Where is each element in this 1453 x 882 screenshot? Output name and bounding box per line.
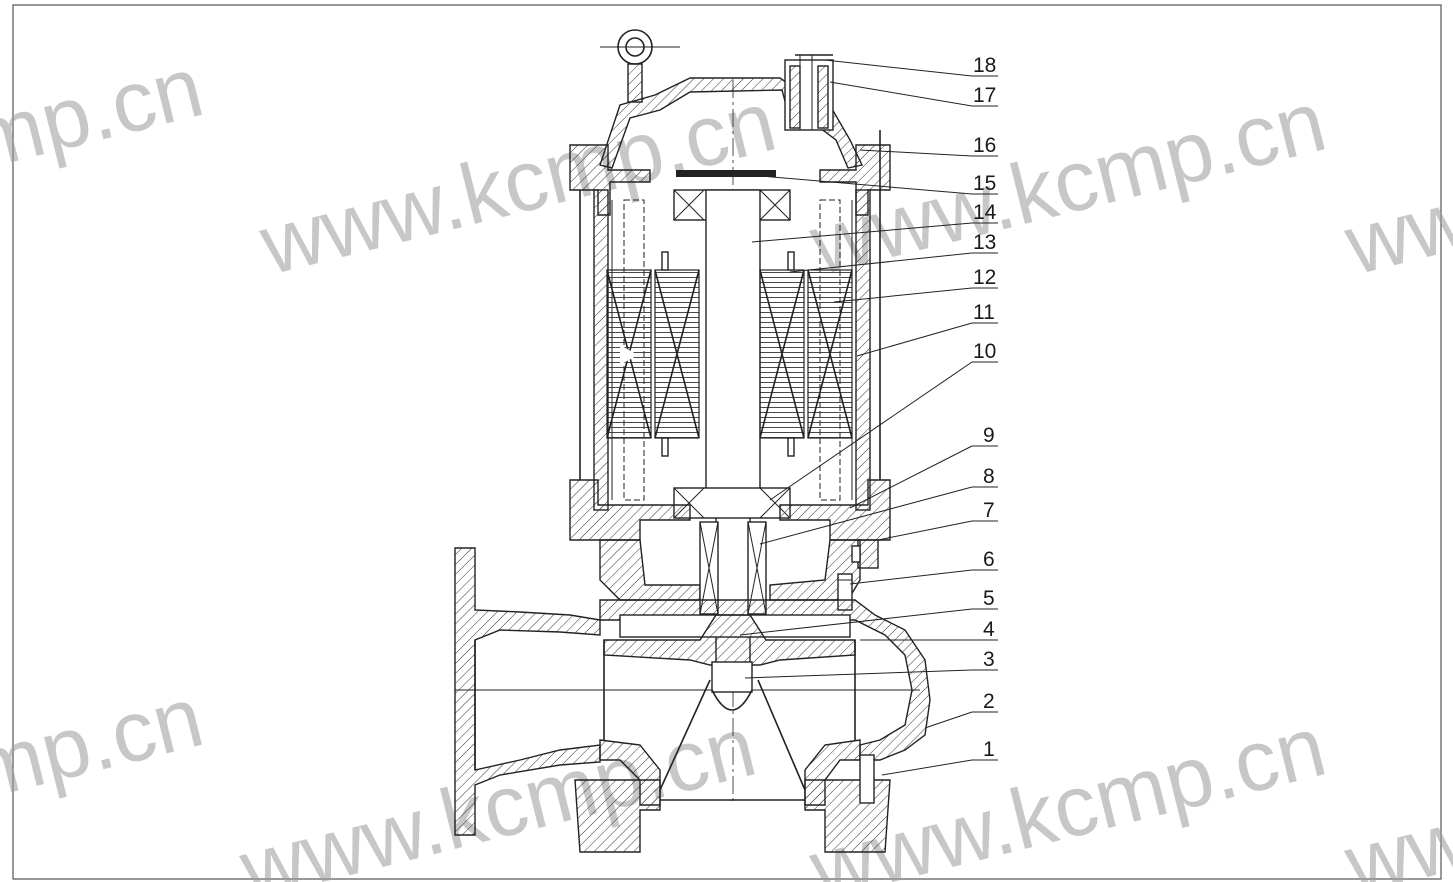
callout-9: 9: [983, 424, 995, 447]
oil-plug: [851, 539, 879, 569]
watermark-top-center: www.kcmp.cn: [250, 73, 784, 294]
callout-4: 4: [983, 618, 995, 641]
watermark-far-right-bottom: ww: [1335, 790, 1453, 882]
watermark-bottom-left: mp.cn: [0, 669, 212, 819]
watermark-bottom-center: www.kcmp.cn: [230, 698, 764, 882]
callout-14: 14: [973, 201, 997, 224]
lifting-eye-bolt: [600, 29, 680, 103]
seal-plate: [676, 170, 776, 177]
impeller-nut: [711, 661, 753, 711]
callout-7: 7: [983, 499, 995, 522]
callout-15: 15: [973, 172, 996, 195]
lower-bearing: [673, 487, 791, 519]
rotor-pins: [661, 251, 795, 457]
stator-coil-left: [606, 269, 700, 439]
callout-5: 5: [983, 587, 995, 610]
callout-11: 11: [973, 301, 995, 324]
top-cover: [599, 54, 864, 169]
drawing-frame: [12, 4, 1442, 880]
callout-18: 18: [973, 54, 996, 77]
watermark-far-right-top: ww: [1335, 170, 1453, 294]
callout-2: 2: [983, 690, 995, 713]
callout-labels: 18 17 16 15 14 13 12 11 10 9 8 7 6 5 4 3…: [973, 54, 997, 761]
callout-12: 12: [973, 266, 996, 289]
base-bolt: [859, 754, 875, 804]
callout-3: 3: [983, 648, 995, 671]
callout-13: 13: [973, 231, 996, 254]
watermark-top-left: mp.cn: [0, 39, 212, 189]
callout-16: 16: [973, 134, 996, 157]
callout-8: 8: [983, 465, 995, 488]
callout-10: 10: [973, 340, 996, 363]
callout-17: 17: [973, 84, 996, 107]
callout-leaders: [739, 59, 998, 776]
base-feet: [574, 754, 891, 853]
callout-6: 6: [983, 548, 995, 571]
upper-flange: [569, 144, 891, 216]
callout-1: 1: [983, 738, 995, 761]
stator-coil-right: [759, 269, 853, 439]
